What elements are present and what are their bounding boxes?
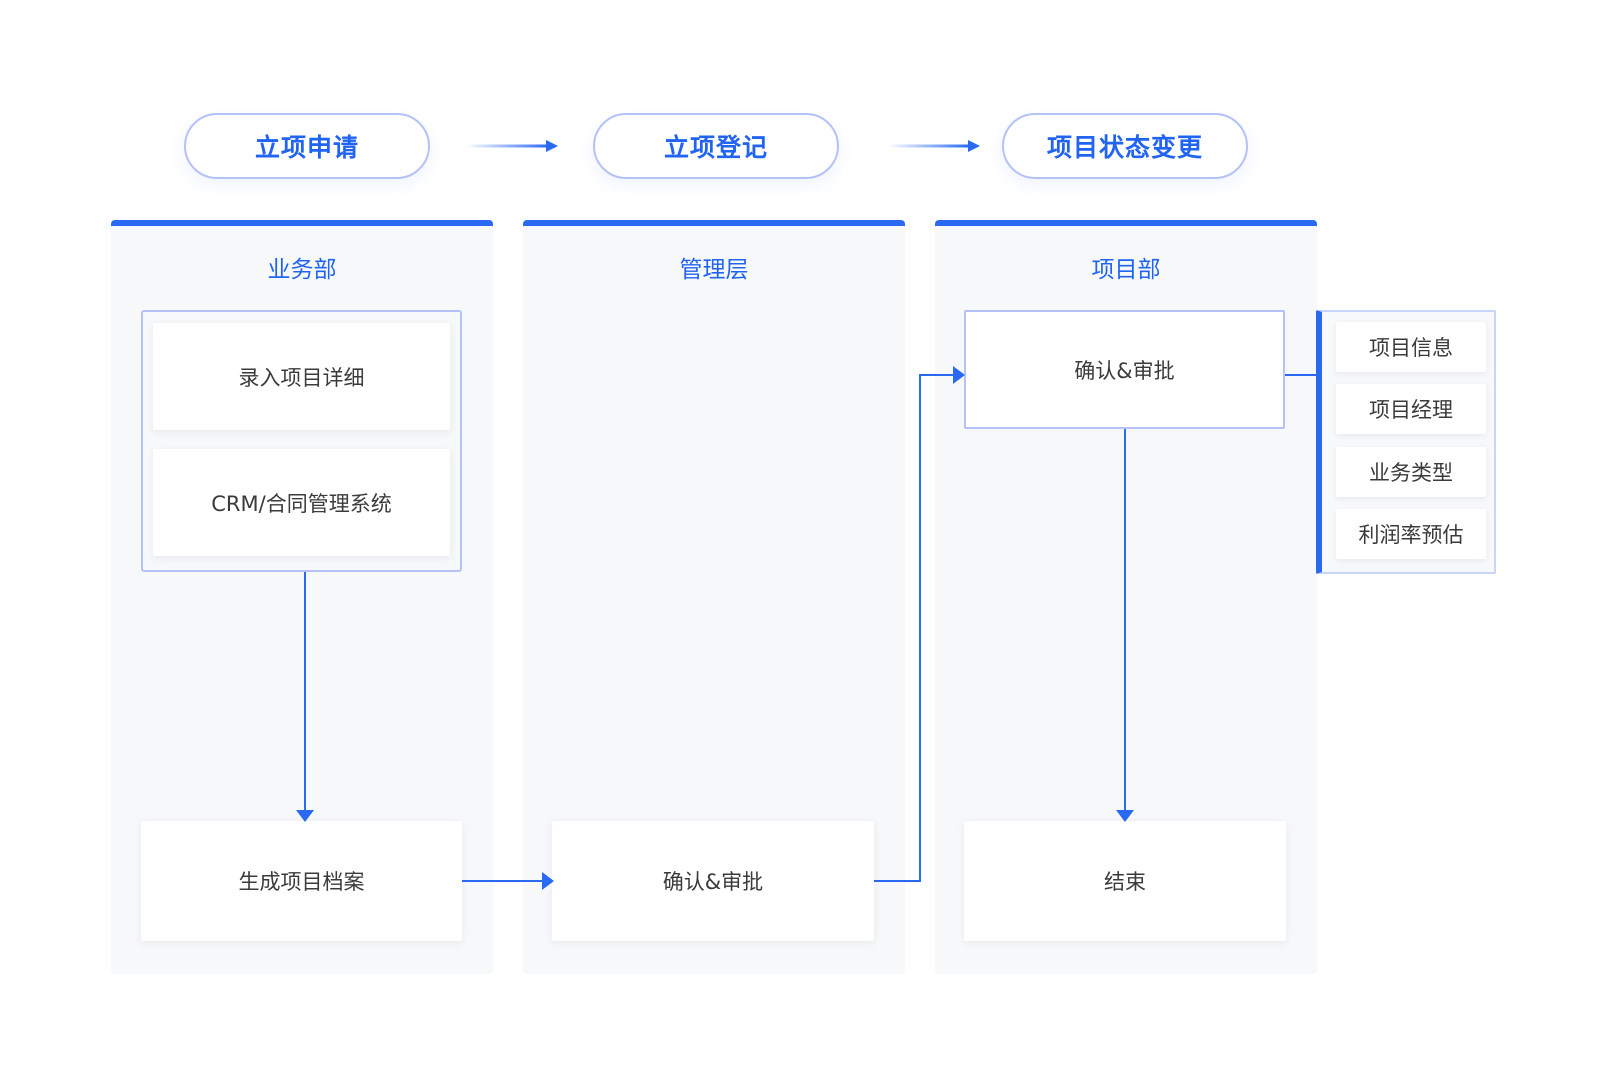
node-label: 录入项目详细 <box>238 365 365 390</box>
detail-item-project-info: 项目信息 <box>1336 322 1486 372</box>
node-label: CRM/合同管理系统 <box>211 491 392 516</box>
detail-item-business-type: 业务类型 <box>1336 447 1486 497</box>
node-label: 确认&审批 <box>1074 358 1175 383</box>
node-project-approval: 确认&审批 <box>964 310 1285 429</box>
node-end: 结束 <box>964 821 1286 941</box>
node-enter-project-details: 录入项目详细 <box>153 323 450 430</box>
stage-arrow-icon <box>888 140 980 152</box>
input-group-box <box>141 310 462 572</box>
node-management-approval: 确认&审批 <box>552 821 874 941</box>
stage-label: 项目状态变更 <box>1046 133 1203 162</box>
stage-project-application: 立项申请 <box>184 113 430 179</box>
lane-title-business: 业务部 <box>267 257 337 283</box>
stage-label: 立项登记 <box>663 133 768 162</box>
node-label: 确认&审批 <box>662 870 764 894</box>
detail-item-profit-estimate: 利润率预估 <box>1336 509 1486 559</box>
detail-label: 项目经理 <box>1369 398 1453 422</box>
stage-arrow-icon <box>466 140 558 152</box>
detail-label: 利润率预估 <box>1358 523 1464 547</box>
project-details-panel: 项目信息 项目经理 业务类型 利润率预估 <box>1316 310 1496 574</box>
detail-label: 业务类型 <box>1369 461 1453 485</box>
node-generate-project-archive: 生成项目档案 <box>141 821 462 941</box>
detail-label: 项目信息 <box>1369 336 1453 360</box>
stage-label: 立项申请 <box>254 133 359 162</box>
stage-project-registration: 立项登记 <box>593 113 839 179</box>
stage-project-status-change: 项目状态变更 <box>1002 113 1248 179</box>
node-crm-contract-system: CRM/合同管理系统 <box>153 449 450 556</box>
node-label: 生成项目档案 <box>238 870 365 894</box>
node-label: 结束 <box>1104 870 1146 894</box>
detail-item-project-manager: 项目经理 <box>1336 384 1486 434</box>
lane-title-project: 项目部 <box>1091 257 1161 283</box>
lane-title-management: 管理层 <box>679 257 749 283</box>
